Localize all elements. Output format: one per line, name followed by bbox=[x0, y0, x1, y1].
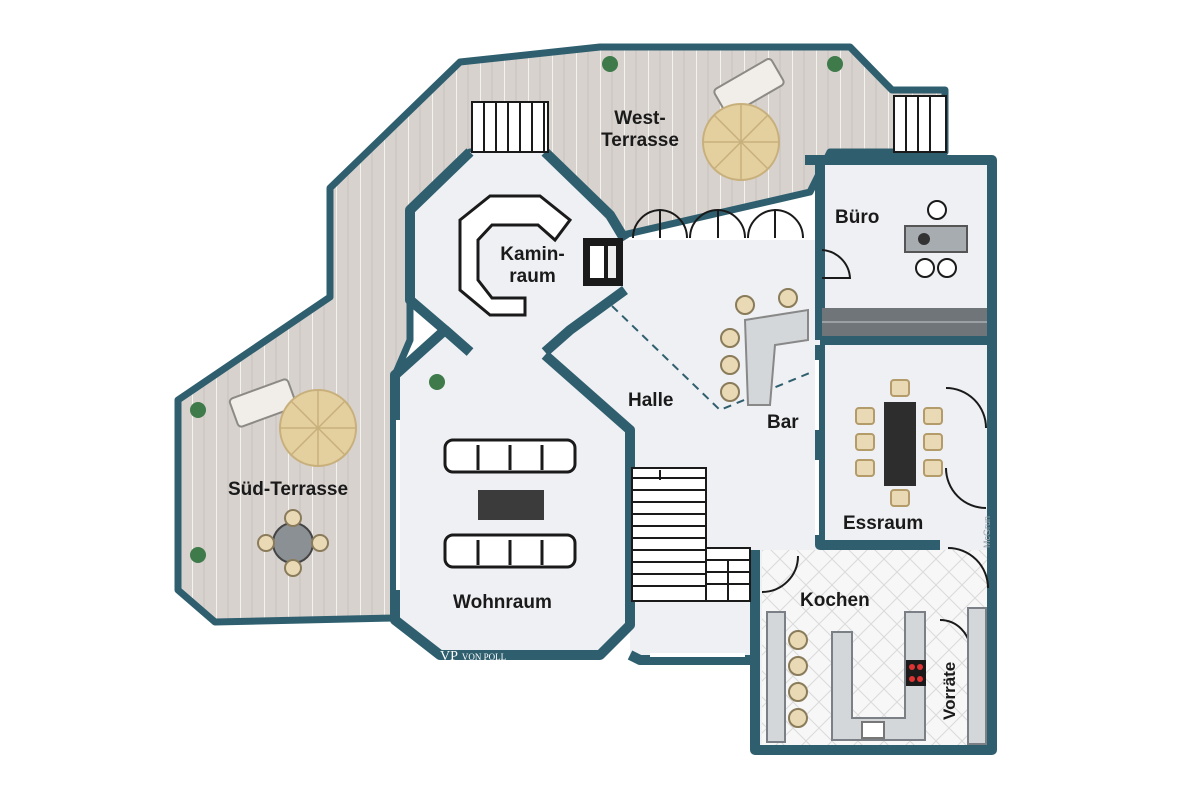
label-buero: Büro bbox=[835, 207, 880, 228]
von-poll-logo: VP VON POLL IMMOBILIEN bbox=[440, 647, 506, 667]
label-bar: Bar bbox=[767, 412, 799, 433]
kitchen-counter bbox=[766, 607, 987, 745]
sofa-icon bbox=[443, 438, 577, 569]
chair-icon bbox=[915, 200, 957, 278]
label-west-terrasse: West- Terrasse bbox=[601, 108, 679, 151]
sofa-icon bbox=[458, 194, 573, 317]
label-halle: Halle bbox=[628, 390, 674, 411]
sink-icon bbox=[861, 721, 885, 739]
door-icon bbox=[632, 208, 989, 651]
walls bbox=[390, 148, 997, 755]
label-kochen: Kochen bbox=[800, 590, 870, 611]
parasol-icon bbox=[279, 103, 780, 467]
chair-icon bbox=[257, 509, 329, 577]
stairs-icon bbox=[471, 95, 947, 153]
stove-icon bbox=[906, 660, 926, 686]
label-sued-terrasse: Süd-Terrasse bbox=[228, 479, 349, 500]
bar-divider bbox=[611, 305, 813, 412]
fireplace-icon bbox=[583, 238, 623, 286]
plant-icon bbox=[190, 56, 843, 563]
table-icon bbox=[884, 402, 916, 486]
logo-mark: VP bbox=[440, 649, 458, 664]
bar-counter bbox=[743, 308, 809, 406]
label-essraum: Essraum bbox=[843, 513, 924, 534]
bar-stool-icon bbox=[788, 630, 808, 728]
windows bbox=[396, 360, 819, 657]
label-wohnraum: Wohnraum bbox=[453, 592, 552, 613]
bar-stool-icon bbox=[720, 288, 798, 402]
logo-sub: IMMOBILIEN bbox=[460, 662, 491, 667]
chair-icon bbox=[855, 379, 943, 507]
label-vorraete: Vorräte bbox=[940, 661, 959, 720]
table-icon bbox=[478, 490, 544, 520]
logo-name: VON POLL bbox=[461, 652, 507, 662]
table-icon bbox=[904, 225, 968, 253]
label-kaminraum: Kamin- raum bbox=[500, 244, 565, 287]
stairs-icon bbox=[631, 467, 751, 602]
table-icon bbox=[272, 522, 314, 564]
credit-text: McGrun bbox=[982, 515, 992, 548]
sun-lounger-icon bbox=[228, 57, 785, 428]
